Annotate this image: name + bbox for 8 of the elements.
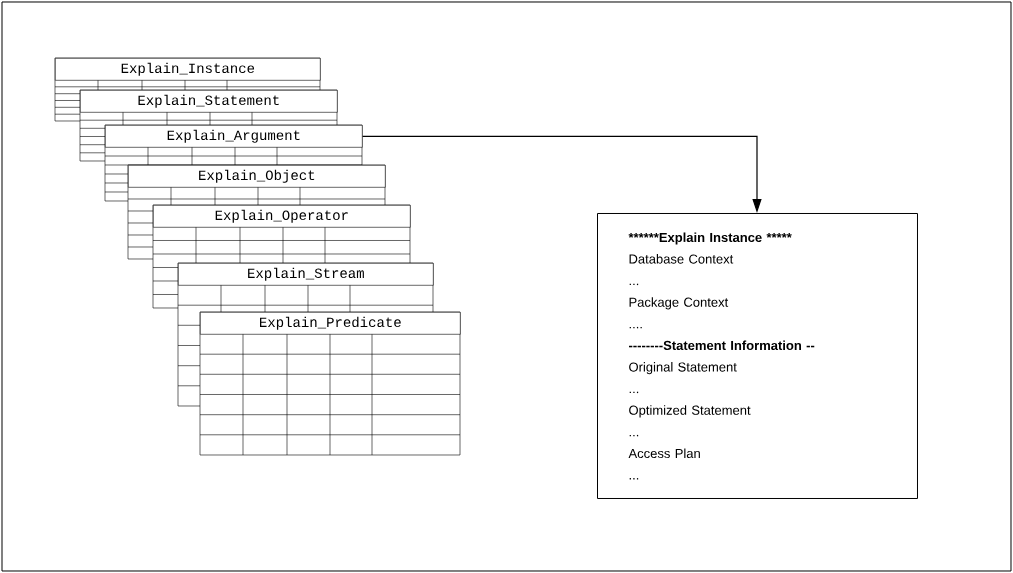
table-header: Explain_Stream xyxy=(178,263,434,286)
output-listing: ******Explain Instance ***** Database Context ... Package Context .... --------Statement Information -- Original Statement ... Optimized Statement ... Access Plan ... xyxy=(597,213,918,499)
table-header: Explain_Predicate xyxy=(200,312,461,335)
table-header: Explain_Statement xyxy=(80,90,338,113)
table-header: Explain_Argument xyxy=(105,125,363,148)
table-header: Explain_Instance xyxy=(55,58,321,81)
table-header: Explain_Object xyxy=(128,165,386,188)
table-header: Explain_Operator xyxy=(153,205,411,228)
